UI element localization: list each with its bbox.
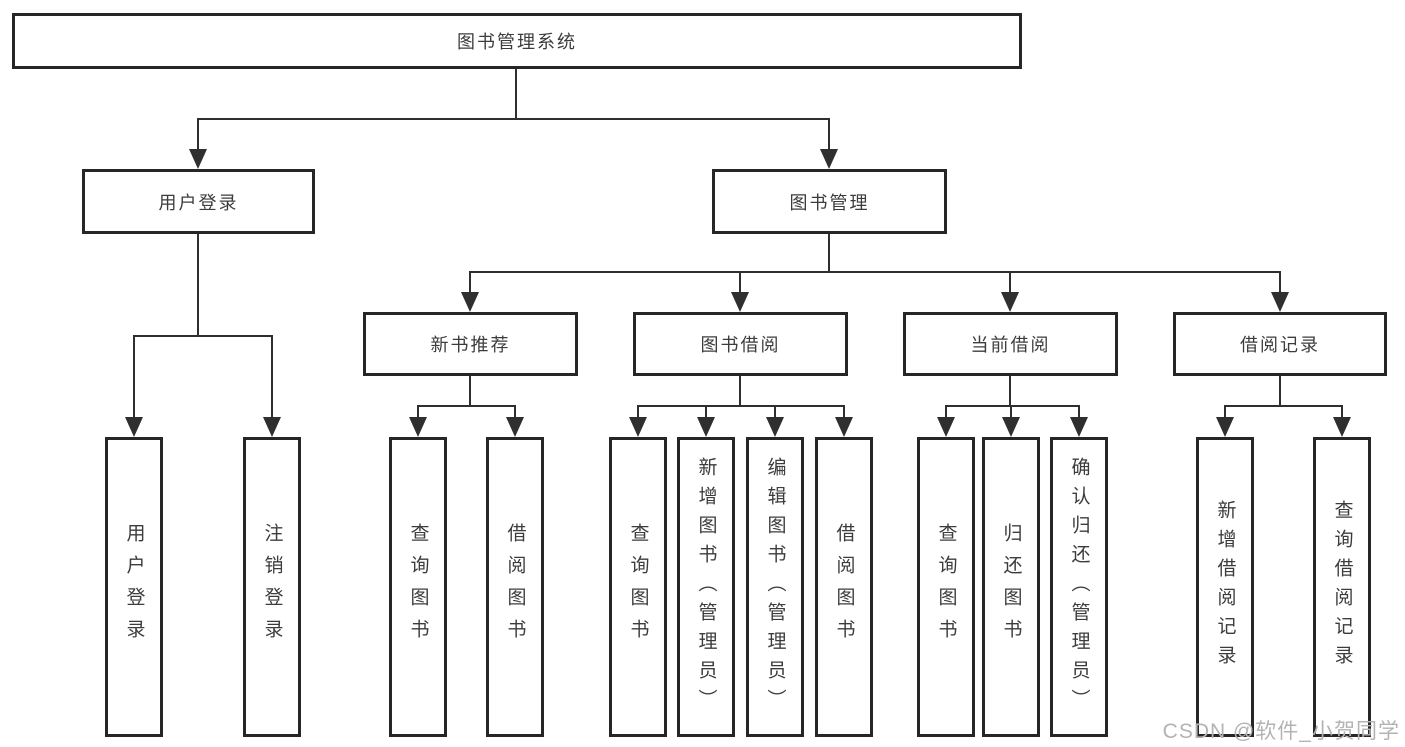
- leaf-label: 确认归还（管理员）: [1068, 456, 1090, 718]
- connector-arrow-line: [1278, 272, 1282, 296]
- node-leaf-user-login: 用户登录: [105, 437, 163, 737]
- arrowhead-down-icon: [835, 417, 853, 437]
- arrowhead-down-icon: [820, 149, 838, 169]
- connector-arrow-line: [944, 406, 948, 421]
- connector-stem: [196, 234, 200, 337]
- arrowhead-down-icon: [125, 417, 143, 437]
- arrowhead-down-icon: [409, 417, 427, 437]
- node-library-management-system: 图书管理系统: [12, 13, 1022, 69]
- connector-arrow-line: [1340, 406, 1344, 421]
- node-current-borrowing: 当前借阅: [903, 312, 1118, 376]
- arrowhead-down-icon: [461, 292, 479, 312]
- connector-hline: [196, 117, 831, 121]
- arrowhead-down-icon: [1271, 292, 1289, 312]
- node-leaf-query-books-2: 查询图书: [609, 437, 667, 737]
- arrowhead-down-icon: [1070, 417, 1088, 437]
- connector-arrow-line: [468, 272, 472, 296]
- arrowhead-down-icon: [263, 417, 281, 437]
- connector-hline: [416, 404, 517, 408]
- connector-arrow-line: [738, 272, 742, 296]
- connector-arrow-line: [704, 406, 708, 421]
- connector-arrow-line: [1008, 272, 1012, 296]
- connector-arrow-line: [1223, 406, 1227, 421]
- connector-stem: [738, 376, 742, 407]
- leaf-label: 查询图书: [407, 523, 429, 651]
- arrowhead-down-icon: [1216, 417, 1234, 437]
- connector-hline: [636, 404, 846, 408]
- connector-arrow-line: [513, 406, 517, 421]
- arrowhead-down-icon: [731, 292, 749, 312]
- connector-arrow-line: [1077, 406, 1081, 421]
- connector-arrow-line: [270, 336, 274, 421]
- arrowhead-down-icon: [1001, 292, 1019, 312]
- leaf-label: 编辑图书（管理员）: [764, 456, 786, 718]
- connector-stem: [1008, 376, 1012, 407]
- arrowhead-down-icon: [1333, 417, 1351, 437]
- node-leaf-query-books-3: 查询图书: [917, 437, 975, 737]
- node-leaf-logout: 注销登录: [243, 437, 301, 737]
- node-book-borrowing: 图书借阅: [633, 312, 848, 376]
- connector-arrow-line: [827, 119, 831, 153]
- connector-arrow-line: [132, 336, 136, 421]
- connector-stem: [514, 68, 518, 120]
- leaf-label: 注销登录: [261, 523, 283, 651]
- leaf-label: 新增借阅记录: [1214, 500, 1236, 674]
- arrowhead-down-icon: [506, 417, 524, 437]
- node-leaf-borrow-books-1: 借阅图书: [486, 437, 544, 737]
- leaf-label: 归还图书: [1000, 523, 1022, 651]
- leaf-label: 用户登录: [123, 523, 145, 651]
- csdn-watermark: CSDN @软件_小贺同学: [1162, 720, 1400, 743]
- leaf-label: 查询借阅记录: [1331, 500, 1353, 674]
- node-new-book-recommend: 新书推荐: [363, 312, 578, 376]
- connector-stem: [1278, 376, 1282, 407]
- arrowhead-down-icon: [189, 149, 207, 169]
- arrowhead-down-icon: [937, 417, 955, 437]
- connector-hline: [1223, 404, 1344, 408]
- node-leaf-add-borrow-record: 新增借阅记录: [1196, 437, 1254, 737]
- node-leaf-return-books: 归还图书: [982, 437, 1040, 737]
- node-book-management: 图书管理: [712, 169, 947, 234]
- leaf-label: 借阅图书: [833, 523, 855, 651]
- arrowhead-down-icon: [697, 417, 715, 437]
- node-leaf-borrow-books-2: 借阅图书: [815, 437, 873, 737]
- node-leaf-add-books-admin: 新增图书（管理员）: [677, 437, 735, 737]
- node-user-login: 用户登录: [82, 169, 315, 234]
- node-leaf-confirm-return-admin: 确认归还（管理员）: [1050, 437, 1108, 737]
- connector-stem: [827, 234, 831, 273]
- leaf-label: 查询图书: [627, 523, 649, 651]
- connector-hline: [132, 334, 274, 338]
- connector-stem: [468, 376, 472, 407]
- leaf-label: 借阅图书: [504, 523, 526, 651]
- leaf-label: 查询图书: [935, 523, 957, 651]
- connector-arrow-line: [1009, 406, 1013, 421]
- arrowhead-down-icon: [629, 417, 647, 437]
- connector-arrow-line: [416, 406, 420, 421]
- node-borrowing-records: 借阅记录: [1173, 312, 1387, 376]
- node-leaf-query-borrow-record: 查询借阅记录: [1313, 437, 1371, 737]
- connector-arrow-line: [636, 406, 640, 421]
- node-leaf-edit-books-admin: 编辑图书（管理员）: [746, 437, 804, 737]
- connector-arrow-line: [773, 406, 777, 421]
- leaf-label: 新增图书（管理员）: [695, 456, 717, 718]
- arrowhead-down-icon: [1002, 417, 1020, 437]
- connector-arrow-line: [842, 406, 846, 421]
- connector-arrow-line: [196, 119, 200, 153]
- node-leaf-query-books-1: 查询图书: [389, 437, 447, 737]
- arrowhead-down-icon: [766, 417, 784, 437]
- connector-hline: [468, 270, 1282, 274]
- connector-hline: [944, 404, 1081, 408]
